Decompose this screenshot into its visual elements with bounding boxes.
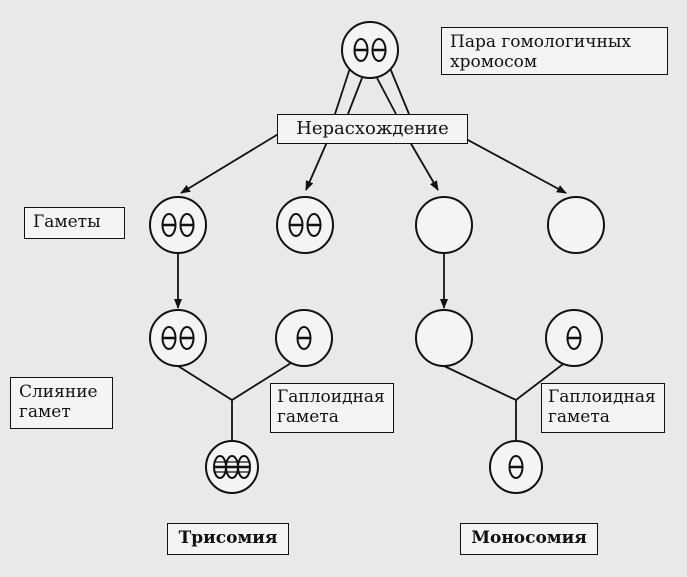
fusion-line-2: гамет: [19, 402, 71, 422]
gametes-text: Гаметы: [33, 212, 101, 232]
haploid-left-line-1: Гаплоидная: [277, 387, 385, 407]
trisomic-zygote: [205, 440, 259, 494]
haploid-right-line-2: гамета: [548, 407, 610, 427]
monosomic-zygote: [489, 440, 543, 494]
haploid-left-line-2: гамета: [277, 407, 339, 427]
gamete-arrows: [180, 132, 567, 194]
fusion-lines-right: [443, 357, 572, 440]
gamete-3-empty: [415, 196, 473, 254]
haploid-gamete-right: [545, 309, 603, 367]
gamete-disomic: [149, 309, 207, 367]
haploid-gamete-left: [275, 309, 333, 367]
parent-connector-lines: [334, 67, 410, 115]
monosomy-label: Моносомия: [460, 523, 598, 555]
gamete-4-empty: [547, 196, 605, 254]
gamete-2: [276, 196, 334, 254]
gamete-nullisomic: [415, 309, 473, 367]
fusion-line-1: Слияние: [19, 382, 98, 402]
homologous-pair-line-2: хромосом: [450, 52, 538, 72]
homologous-pair-line-1: Пара гомологичных: [450, 32, 631, 52]
homologous-pair-label: Пара гомологичных хромосом: [441, 27, 668, 75]
gametes-label: Гаметы: [24, 207, 125, 239]
gamete-1: [149, 196, 207, 254]
trisomy-label: Трисомия: [167, 523, 289, 555]
haploid-right-line-1: Гаплоидная: [548, 387, 656, 407]
nondisjunction-label: Нерасхождение: [277, 114, 468, 144]
haploid-gamete-left-label: Гаплоидная гамета: [270, 383, 394, 433]
fusion-lines-left: [177, 357, 300, 446]
trisomy-text: Трисомия: [178, 528, 278, 548]
three-chromosomes-icon: [213, 455, 251, 479]
nondisjunction-text: Нерасхождение: [296, 118, 449, 139]
haploid-gamete-right-label: Гаплоидная гамета: [541, 383, 665, 433]
parent-cell: [341, 21, 399, 79]
monosomy-text: Моносомия: [471, 528, 587, 548]
fusion-label: Слияние гамет: [10, 377, 113, 429]
